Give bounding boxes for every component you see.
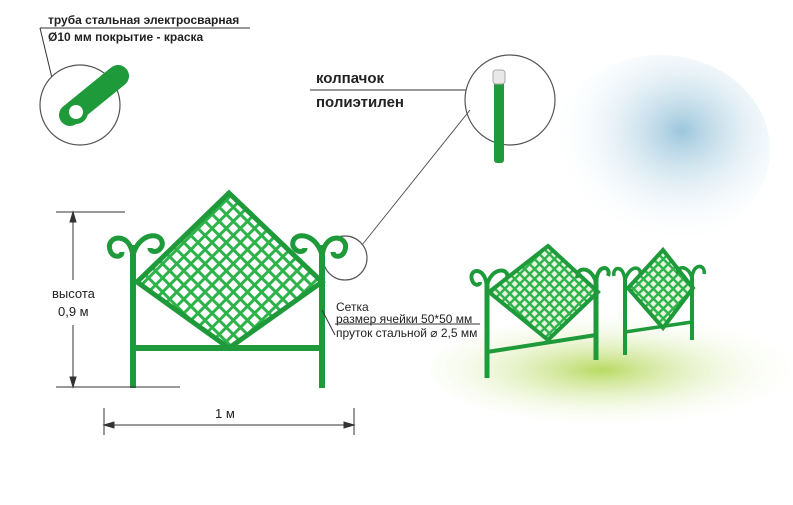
height-label-line1: высота [52, 286, 95, 301]
mesh-label-line3: пруток стальной ⌀ 2,5 мм [336, 326, 478, 340]
cap-label-line2: полиэтилен [316, 94, 404, 111]
perspective-fence-1 [469, 243, 611, 378]
sky-blob [550, 55, 770, 245]
mesh-label-line2: размер ячейки 50*50 мм [336, 312, 473, 326]
width-label: 1 м [215, 406, 235, 421]
cap-label-line1: колпачок [316, 70, 385, 87]
height-label-line2: 0,9 м [58, 304, 89, 319]
pipe-label-line2: Ø10 мм покрытие - краска [48, 30, 204, 44]
pipe-label-line1: труба стальная электросварная [48, 13, 240, 27]
mesh-label-line1: Сетка [336, 300, 369, 314]
ground-blob [430, 315, 793, 425]
main-fence [106, 189, 349, 388]
perspective-fence-2 [612, 246, 706, 355]
cap-callout [310, 54, 556, 281]
dimension-lines [56, 210, 480, 435]
pipe-callout [39, 27, 250, 146]
